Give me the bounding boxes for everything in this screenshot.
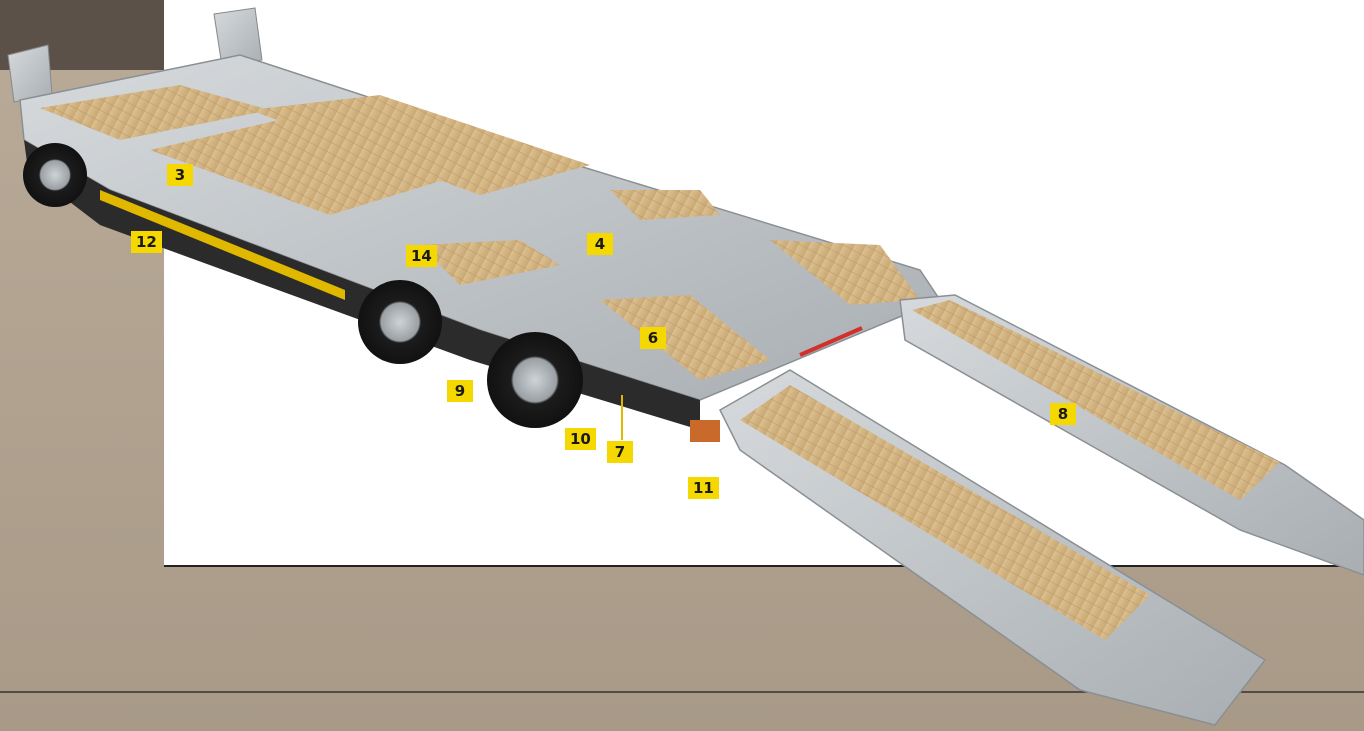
callout-4[interactable]: 4 <box>587 233 613 255</box>
deck-wood-front-right <box>770 240 920 305</box>
callout-8[interactable]: 8 <box>1050 403 1076 425</box>
rear-upright-left <box>7 44 53 103</box>
deck-wood-left <box>150 115 460 215</box>
ramp-left-wood <box>740 385 1150 640</box>
callout-9[interactable]: 9 <box>447 380 473 402</box>
callout-12[interactable]: 12 <box>131 231 162 253</box>
side-stripe <box>100 190 345 300</box>
callout-14[interactable]: 14 <box>406 245 437 267</box>
deck-wood-front <box>600 295 770 380</box>
coupling-box <box>690 420 720 442</box>
callout-3[interactable]: 3 <box>167 164 193 186</box>
deck-wood-right <box>610 190 720 220</box>
wheel-front <box>487 332 583 428</box>
rear-upright-right <box>213 7 263 67</box>
deck-wood-mid <box>420 240 560 285</box>
deck-wood-rear <box>40 85 270 140</box>
deck-wood-center <box>250 95 590 195</box>
wheel-mid <box>358 280 442 364</box>
ramp-right-wood <box>912 300 1280 500</box>
wheel-rear <box>23 143 87 207</box>
callout-7[interactable]: 7 <box>607 441 633 463</box>
marker-red <box>799 326 863 357</box>
callout-10[interactable]: 10 <box>565 428 596 450</box>
callout-6[interactable]: 6 <box>640 327 666 349</box>
callout-11[interactable]: 11 <box>688 477 719 499</box>
